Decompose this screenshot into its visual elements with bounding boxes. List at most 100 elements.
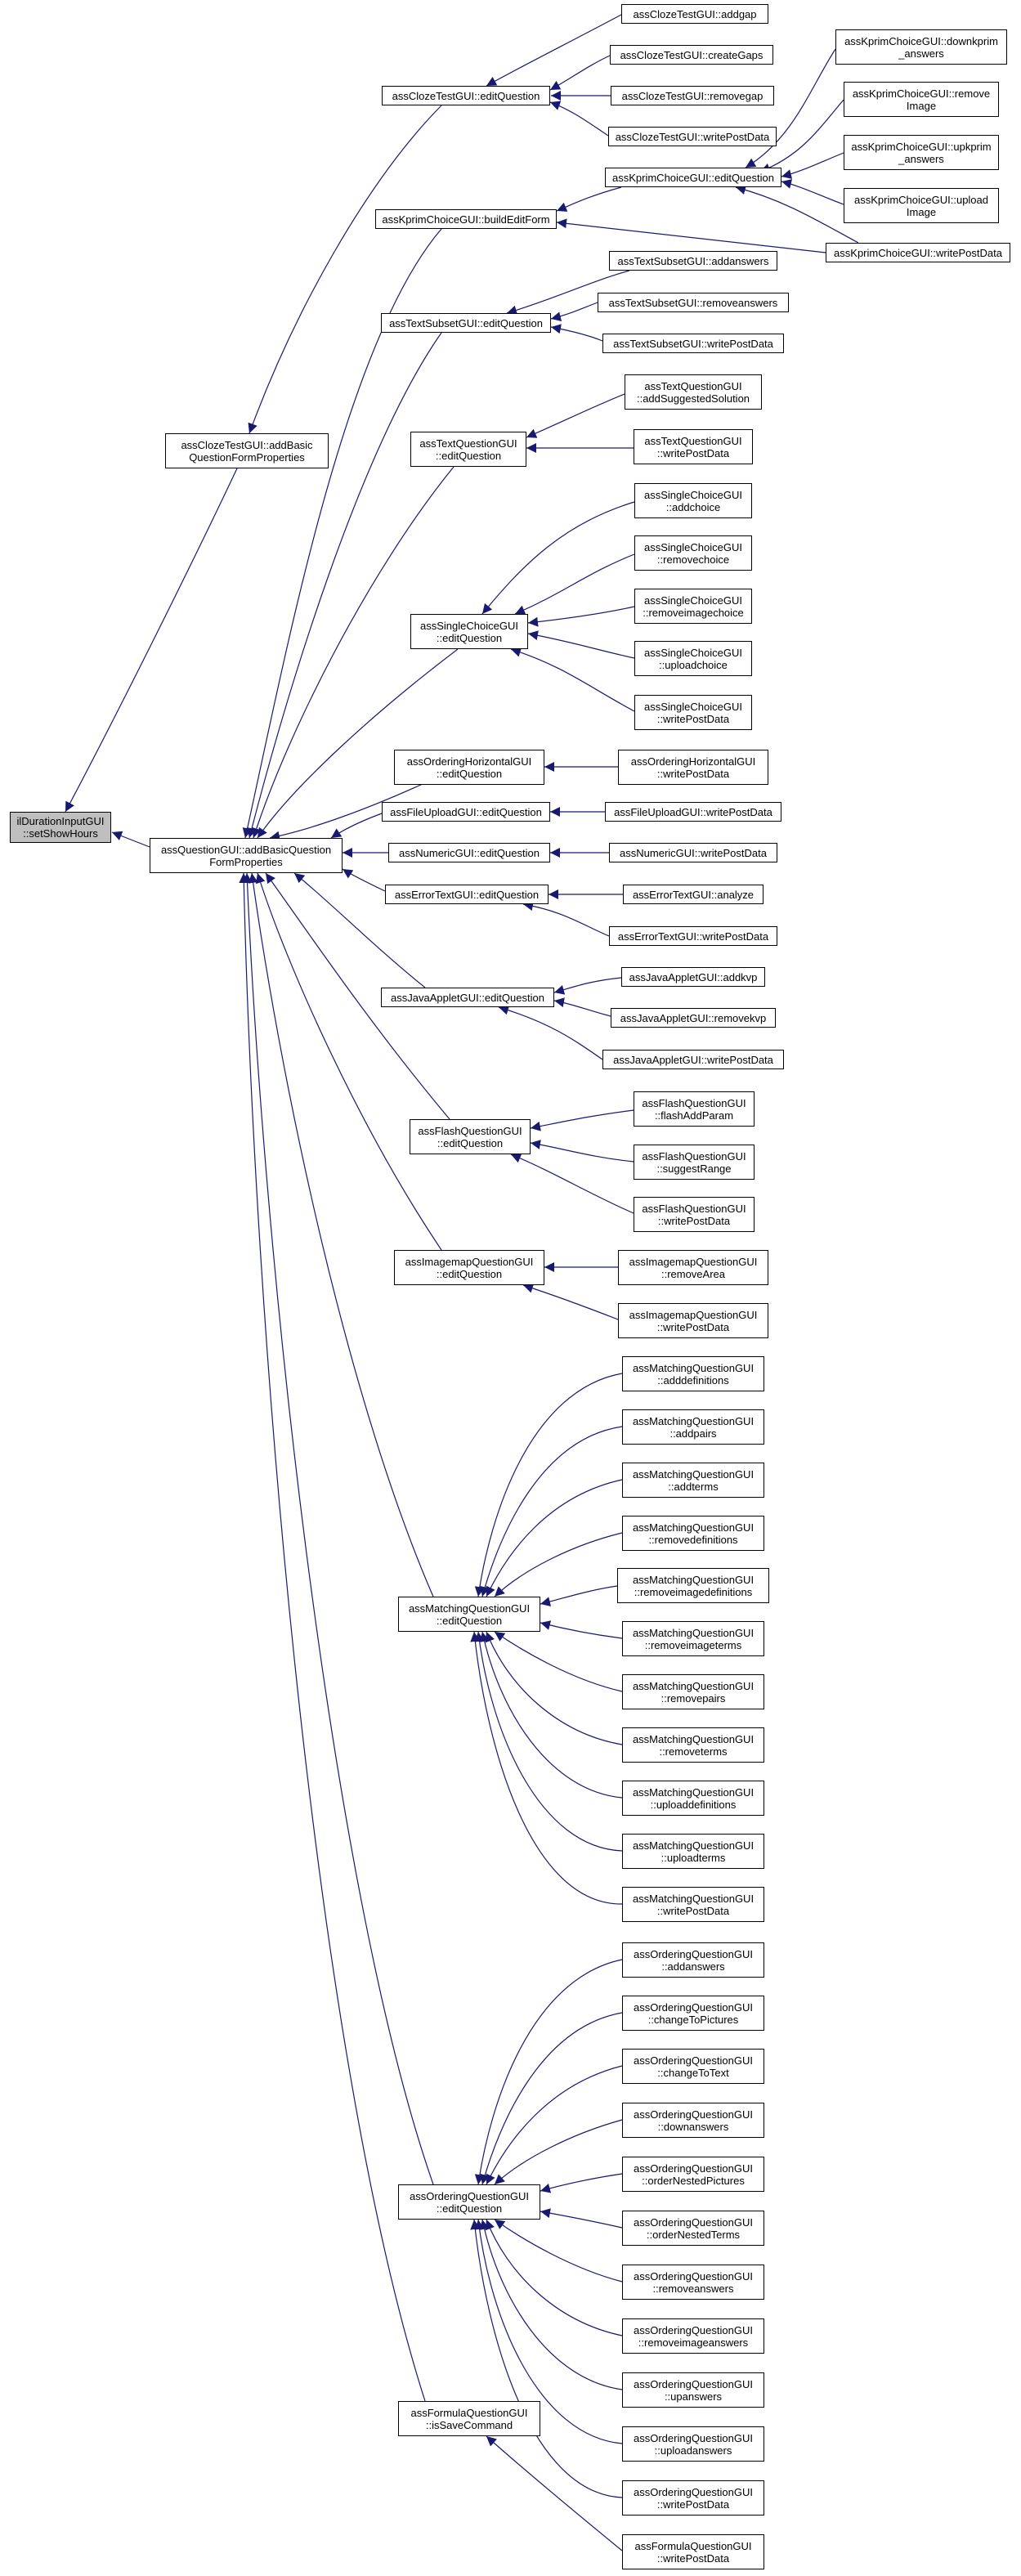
node-assOrderingQuestionGUI-orderNestedTerms[interactable]: assOrderingQuestionGUI ::orderNestedTerm…: [622, 2211, 764, 2246]
edge-o11-to-orderingEdit: [470, 2219, 623, 2498]
node-assErrorTextGUI-analyze[interactable]: assErrorTextGUI::analyze: [623, 885, 764, 904]
edge-formulaWrite-to-formulaSave: [486, 2435, 623, 2551]
node-assKprimChoiceGUI-buildEditForm[interactable]: assKprimChoiceGUI::buildEditForm: [375, 209, 557, 229]
node-assFormulaQuestionGUI-writePostData[interactable]: assFormulaQuestionGUI ::writePostData: [622, 2534, 764, 2569]
node-assFlashQuestionGUI-editQuestion[interactable]: assFlashQuestionGUI ::editQuestion: [410, 1119, 531, 1154]
node-assOrderingQuestionGUI-writePostData[interactable]: assOrderingQuestionGUI ::writePostData: [622, 2480, 764, 2516]
node-assFlashQuestionGUI-suggestRange[interactable]: assFlashQuestionGUI ::suggestRange: [634, 1145, 755, 1180]
edge-removeImage-to-kprimEdit: [759, 99, 844, 173]
node-assFlashQuestionGUI-writePostData[interactable]: assFlashQuestionGUI ::writePostData: [634, 1197, 755, 1232]
node-assMatchingQuestionGUI-editQuestion[interactable]: assMatchingQuestionGUI ::editQuestion: [398, 1597, 540, 1632]
node-assMatchingQuestionGUI-addpairs[interactable]: assMatchingQuestionGUI ::addpairs: [622, 1409, 764, 1445]
node-assOrderingQuestionGUI-addanswers[interactable]: assOrderingQuestionGUI ::addanswers: [622, 1942, 764, 1978]
node-assKprimChoiceGUI-upkprim_answers[interactable]: assKprimChoiceGUI::upkprim _answers: [844, 135, 999, 170]
node-assImagemapQuestionGUI-editQuestion[interactable]: assImagemapQuestionGUI ::editQuestion: [394, 1250, 544, 1285]
node-assMatchingQuestionGUI-removepairs[interactable]: assMatchingQuestionGUI ::removepairs: [622, 1674, 764, 1709]
edge-singleUpload-to-singleEdit: [527, 630, 635, 659]
node-assMatchingQuestionGUI-writePostData[interactable]: assMatchingQuestionGUI ::writePostData: [622, 1887, 764, 1922]
edge-flashSuggest-to-flashEdit: [530, 1140, 634, 1163]
node-assOrderingQuestionGUI-removeimageanswers[interactable]: assOrderingQuestionGUI ::removeimageansw…: [622, 2318, 764, 2354]
edge-m2-to-matchingEdit: [480, 1426, 623, 1597]
node-assFileUploadGUI-editQuestion[interactable]: assFileUploadGUI::editQuestion: [382, 802, 550, 822]
edge-o7-to-orderingEdit: [494, 2219, 623, 2283]
node-assOrderingQuestionGUI-editQuestion[interactable]: assOrderingQuestionGUI ::editQuestion: [398, 2184, 540, 2220]
node-assImagemapQuestionGUI-writePostData[interactable]: assImagemapQuestionGUI ::writePostData: [618, 1303, 768, 1338]
node-assNumericGUI-editQuestion[interactable]: assNumericGUI::editQuestion: [388, 843, 550, 862]
node-assOrderingQuestionGUI-removeanswers[interactable]: assOrderingQuestionGUI ::removeanswers: [622, 2265, 764, 2300]
node-assSingleChoiceGUI-removechoice[interactable]: assSingleChoiceGUI ::removechoice: [634, 535, 752, 571]
node-assJavaAppletGUI-addkvp[interactable]: assJavaAppletGUI::addkvp: [621, 967, 765, 987]
node-assKprimChoiceGUI-removeImage[interactable]: assKprimChoiceGUI::remove Image: [844, 82, 999, 117]
edge-clozeWrite-to-clozeEdit: [549, 101, 609, 137]
node-assOrderingQuestionGUI-downanswers[interactable]: assOrderingQuestionGUI ::downanswers: [622, 2103, 764, 2138]
node-assKprimChoiceGUI-uploadImage[interactable]: assKprimChoiceGUI::upload Image: [844, 188, 999, 223]
edge-errorTextEdit-to-addBasic: [342, 868, 386, 892]
edge-singleEdit-to-addBasic: [257, 648, 459, 839]
node-assTextQuestionGUI-editQuestion[interactable]: assTextQuestionGUI ::editQuestion: [410, 432, 526, 467]
node-assSingleChoiceGUI-editQuestion[interactable]: assSingleChoiceGUI ::editQuestion: [410, 614, 528, 649]
node-assMatchingQuestionGUI-removeimagedefinitions[interactable]: assMatchingQuestionGUI ::removeimagedefi…: [617, 1568, 769, 1603]
node-assKprimChoiceGUI-editQuestion[interactable]: assKprimChoiceGUI::editQuestion: [605, 168, 781, 187]
edge-o5-to-orderingEdit: [540, 2173, 623, 2193]
node-assJavaAppletGUI-removekvp[interactable]: assJavaAppletGUI::removekvp: [611, 1008, 776, 1028]
node-assClozeTestGUI-removegap[interactable]: assClozeTestGUI::removegap: [611, 86, 774, 105]
edge-singleAdd-to-singleEdit: [481, 501, 635, 615]
node-assSingleChoiceGUI-uploadchoice[interactable]: assSingleChoiceGUI ::uploadchoice: [634, 641, 752, 676]
node-assMatchingQuestionGUI-removeterms[interactable]: assMatchingQuestionGUI ::removeterms: [622, 1727, 764, 1763]
edge-singleRemImg-to-singleEdit: [527, 606, 635, 627]
node-assOrderingQuestionGUI-uploadanswers[interactable]: assOrderingQuestionGUI ::uploadanswers: [622, 2426, 764, 2462]
node-assTextQuestionGUI-addSuggestedSolution[interactable]: assTextQuestionGUI ::addSuggestedSolutio…: [625, 374, 762, 410]
node-assTextSubsetGUI-editQuestion[interactable]: assTextSubsetGUI::editQuestion: [381, 313, 551, 333]
node-assSingleChoiceGUI-writePostData[interactable]: assSingleChoiceGUI ::writePostData: [634, 695, 752, 730]
node-assQuestionGUI-addBasicQuestionFormProperties[interactable]: assQuestionGUI::addBasicQuestion FormPro…: [150, 838, 343, 873]
node-assImagemapQuestionGUI-removeArea[interactable]: assImagemapQuestionGUI ::removeArea: [618, 1250, 768, 1285]
edge-flashWrite-to-flashEdit: [510, 1154, 634, 1214]
node-assOrderingQuestionGUI-changeToText[interactable]: assOrderingQuestionGUI ::changeToText: [622, 2049, 764, 2084]
node-assMatchingQuestionGUI-adddefinitions[interactable]: assMatchingQuestionGUI ::adddefinitions: [622, 1356, 764, 1391]
node-assErrorTextGUI-editQuestion[interactable]: assErrorTextGUI::editQuestion: [385, 885, 549, 904]
node-assClozeTestGUI-editQuestion[interactable]: assClozeTestGUI::editQuestion: [382, 86, 550, 105]
edge-flashAdd-to-flashEdit: [530, 1109, 634, 1131]
node-assMatchingQuestionGUI-uploaddefinitions[interactable]: assMatchingQuestionGUI ::uploaddefinitio…: [622, 1781, 764, 1816]
node-assSingleChoiceGUI-addchoice[interactable]: assSingleChoiceGUI ::addchoice: [634, 483, 752, 518]
node-assFlashQuestionGUI-flashAddParam[interactable]: assFlashQuestionGUI ::flashAddParam: [634, 1091, 755, 1127]
edge-o1-to-orderingEdit: [474, 1959, 623, 2185]
edge-javaEdit-to-addBasic: [293, 872, 426, 988]
node-assErrorTextGUI-writePostData[interactable]: assErrorTextGUI::writePostData: [609, 926, 777, 946]
node-assTextSubsetGUI-writePostData[interactable]: assTextSubsetGUI::writePostData: [602, 334, 784, 353]
node-assClozeTestGUI-writePostData[interactable]: assClozeTestGUI::writePostData: [608, 127, 777, 146]
node-assMatchingQuestionGUI-uploadterms[interactable]: assMatchingQuestionGUI ::uploadterms: [622, 1834, 764, 1869]
node-assOrderingHorizontalGUI-editQuestion[interactable]: assOrderingHorizontalGUI ::editQuestion: [394, 750, 544, 785]
node-assClozeTestGUI-addgap[interactable]: assClozeTestGUI::addgap: [621, 4, 768, 24]
node-assFormulaQuestionGUI-isSaveCommand[interactable]: assFormulaQuestionGUI ::isSaveCommand: [398, 2401, 540, 2436]
node-assClozeTestGUI-createGaps[interactable]: assClozeTestGUI::createGaps: [610, 45, 773, 65]
node-ilDurationInputGUI-setShowHours[interactable]: ilDurationInputGUI ::setShowHours: [10, 812, 111, 843]
node-assKprimChoiceGUI-downkprim_answers[interactable]: assKprimChoiceGUI::downkprim _answers: [835, 29, 1007, 65]
edge-flashEdit-to-addBasic: [265, 872, 450, 1120]
node-assOrderingQuestionGUI-changeToPictures[interactable]: assOrderingQuestionGUI ::changeToPicture…: [622, 1996, 764, 2031]
edge-downkprim-to-kprimEdit: [745, 48, 836, 168]
node-assOrderingHorizontalGUI-writePostData[interactable]: assOrderingHorizontalGUI ::writePostData: [618, 750, 768, 785]
node-assTextSubsetGUI-addanswers[interactable]: assTextSubsetGUI::addanswers: [609, 251, 777, 271]
edge-textSubsetRemove-to-textSubsetEdit: [550, 302, 598, 322]
edge-createGaps-to-clozeEdit: [549, 55, 611, 91]
node-assClozeTestGUI-addBasicQuestionFormProperties[interactable]: assClozeTestGUI::addBasic QuestionFormPr…: [165, 433, 329, 468]
edge-javaRemove-to-javaEdit: [553, 997, 611, 1017]
node-assMatchingQuestionGUI-removeimageterms[interactable]: assMatchingQuestionGUI ::removeimageterm…: [622, 1621, 764, 1656]
node-assSingleChoiceGUI-removeimagechoice[interactable]: assSingleChoiceGUI ::removeimagechoice: [634, 589, 752, 624]
node-assJavaAppletGUI-editQuestion[interactable]: assJavaAppletGUI::editQuestion: [381, 988, 554, 1007]
node-assOrderingQuestionGUI-orderNestedPictures[interactable]: assOrderingQuestionGUI ::orderNestedPict…: [622, 2157, 764, 2192]
node-assTextQuestionGUI-writePostData[interactable]: assTextQuestionGUI ::writePostData: [634, 429, 753, 464]
node-assOrderingQuestionGUI-upanswers[interactable]: assOrderingQuestionGUI ::upanswers: [622, 2372, 764, 2408]
edge-o4-to-orderingEdit: [494, 2119, 623, 2185]
edge-m5-to-matchingEdit: [540, 1585, 618, 1607]
node-assJavaAppletGUI-writePostData[interactable]: assJavaAppletGUI::writePostData: [602, 1050, 784, 1069]
node-assTextSubsetGUI-removeanswers[interactable]: assTextSubsetGUI::removeanswers: [598, 293, 789, 312]
edge-javaWrite-to-javaEdit: [498, 1005, 603, 1060]
edge-javaAdd-to-javaEdit: [553, 977, 622, 995]
node-assFileUploadGUI-writePostData[interactable]: assFileUploadGUI::writePostData: [605, 802, 781, 822]
node-assMatchingQuestionGUI-addterms[interactable]: assMatchingQuestionGUI ::addterms: [622, 1463, 764, 1498]
node-assMatchingQuestionGUI-removedefinitions[interactable]: assMatchingQuestionGUI ::removedefinitio…: [622, 1516, 764, 1551]
node-assNumericGUI-writePostData[interactable]: assNumericGUI::writePostData: [609, 843, 777, 862]
node-assKprimChoiceGUI-writePostData[interactable]: assKprimChoiceGUI::writePostData: [826, 243, 1010, 262]
